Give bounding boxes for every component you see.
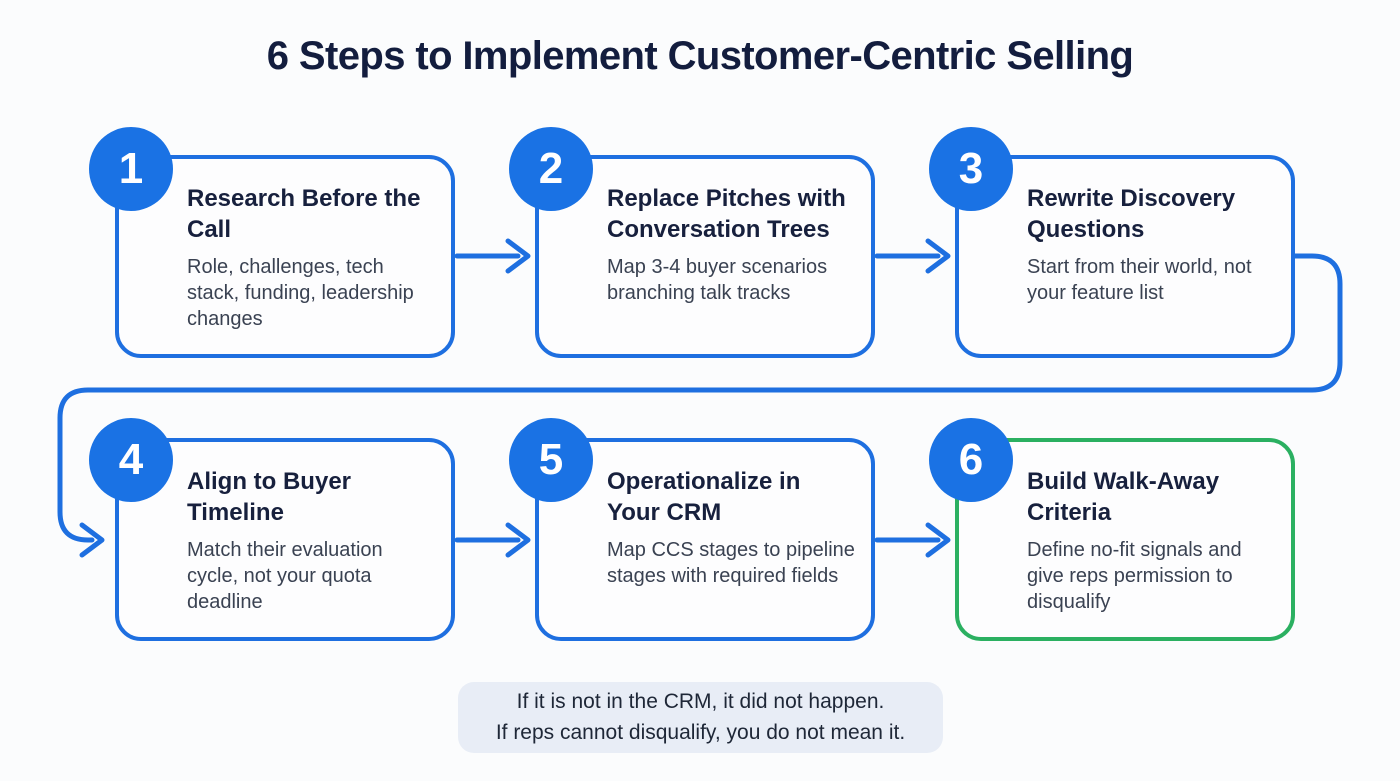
- step-title: Rewrite Discovery Questions: [1027, 185, 1236, 244]
- step-card-3: 3 Rewrite Discovery Questions Start from…: [929, 127, 1295, 358]
- page-title: 6 Steps to Implement Customer-Centric Se…: [266, 34, 1134, 78]
- step-card-4: 4 Align to Buyer Timeline Match their ev…: [89, 418, 455, 641]
- arrow-right-icon: [79, 522, 105, 558]
- arrow-right-icon: [925, 238, 951, 274]
- step-card-1: 1 Research Before the Call Role, challen…: [89, 127, 455, 358]
- step-number-badge: 2: [509, 127, 593, 211]
- footer-note: If it is not in the CRM, it did not happ…: [458, 682, 943, 753]
- step-title: Align to Buyer Timeline: [187, 468, 352, 527]
- step-card-2: 2 Replace Pitches with Conversation Tree…: [509, 127, 875, 358]
- step-number-badge: 6: [929, 418, 1013, 502]
- step-title: Operationalize in Your CRM: [607, 468, 801, 527]
- step-card-6: 6 Build Walk-Away Criteria Define no-fit…: [929, 418, 1295, 641]
- step-description: Define no-fit signals and give reps perm…: [1027, 539, 1242, 614]
- step-title: Research Before the Call: [187, 185, 421, 244]
- step-number-badge: 5: [509, 418, 593, 502]
- step-description: Role, challenges, tech stack, funding, l…: [187, 256, 414, 331]
- arrow-right-icon: [505, 238, 531, 274]
- step-description: Map 3-4 buyer scenarios branching talk t…: [607, 256, 828, 305]
- footer-note-line-2: If reps cannot disqualify, you do not me…: [495, 720, 906, 744]
- step-number-badge: 1: [89, 127, 173, 211]
- connector-line-3-4-wrap: [57, 253, 1343, 543]
- step-description: Start from their world, not your feature…: [1027, 256, 1252, 305]
- arrow-right-icon: [505, 522, 531, 558]
- step-card-5: 5 Operationalize in Your CRM Map CCS sta…: [509, 418, 875, 641]
- step-description: Map CCS stages to pipeline stages with r…: [607, 539, 855, 588]
- step-title: Replace Pitches with Conversation Trees: [607, 185, 846, 244]
- footer-note-line-1: If it is not in the CRM, it did not happ…: [516, 690, 885, 714]
- arrow-right-icon: [925, 522, 951, 558]
- step-number-badge: 4: [89, 418, 173, 502]
- step-number-badge: 3: [929, 127, 1013, 211]
- step-title: Build Walk-Away Criteria: [1027, 468, 1220, 527]
- step-description: Match their evaluation cycle, not your q…: [187, 539, 383, 614]
